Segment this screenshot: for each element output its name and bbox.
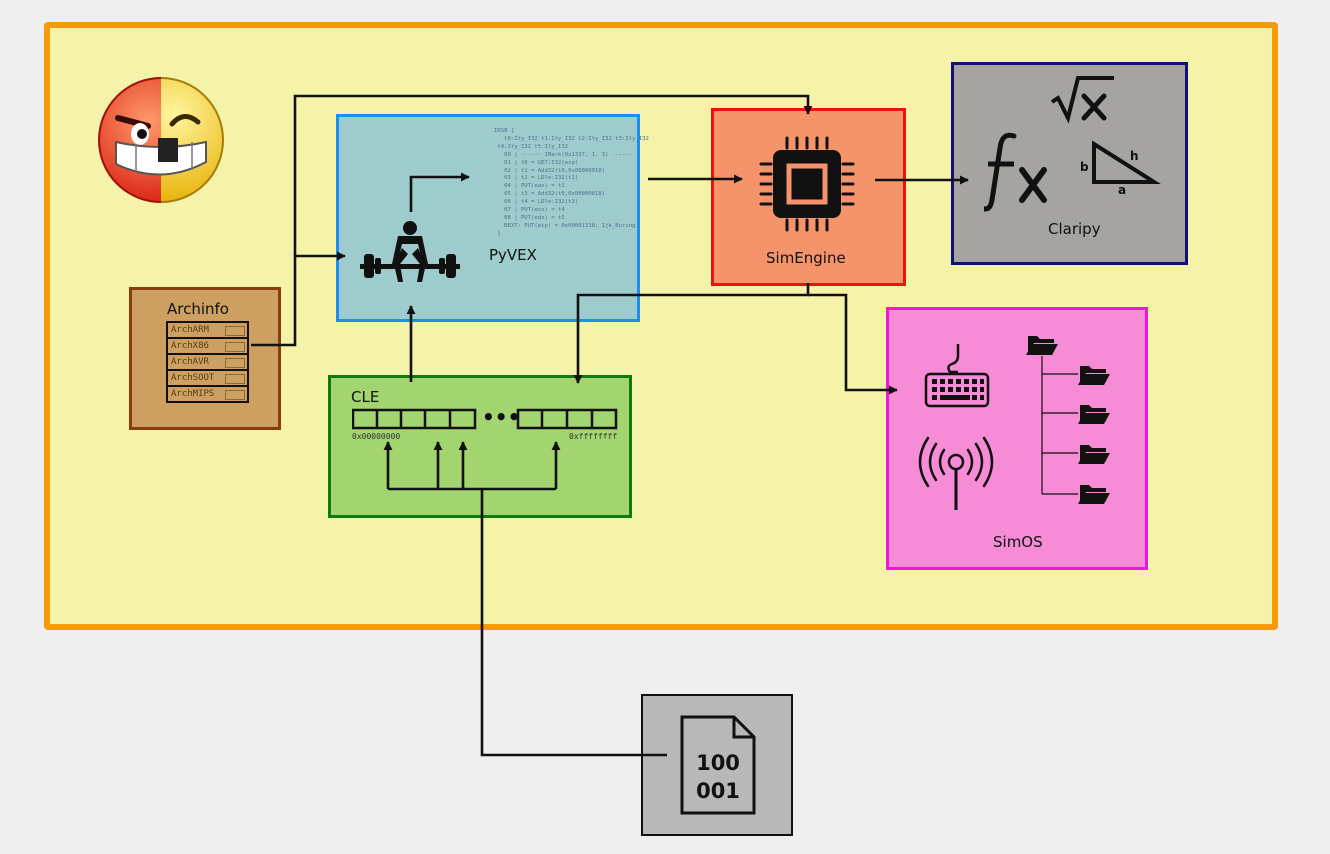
function-icon bbox=[984, 132, 1047, 212]
arrow-archinfo-pyvex bbox=[251, 251, 346, 347]
cle-addr-start: 0x00000000 bbox=[352, 432, 401, 441]
arrow-binary-cle bbox=[480, 489, 667, 757]
simengine-label: SimEngine bbox=[766, 249, 846, 267]
archinfo-label: Archinfo bbox=[167, 300, 229, 318]
cle-ellipsis: ••• bbox=[482, 405, 521, 429]
arrow-simengine-simos bbox=[808, 293, 898, 395]
keyboard-icon bbox=[924, 344, 990, 408]
right-triangle-icon: b h a bbox=[1080, 140, 1161, 196]
binary-line-2: 001 bbox=[696, 779, 740, 803]
simos-label: SimOS bbox=[993, 533, 1043, 551]
folder-tree-icon bbox=[1026, 336, 1110, 504]
cle-label: CLE bbox=[351, 388, 380, 406]
angry-face-icon bbox=[98, 77, 224, 203]
claripy-label: Claripy bbox=[1048, 220, 1101, 238]
square-root-icon bbox=[1050, 76, 1114, 124]
binary-file-icon: 100 001 bbox=[680, 715, 756, 815]
pyvex-label: PyVEX bbox=[489, 246, 537, 264]
binary-line-1: 100 bbox=[696, 751, 740, 775]
arch-item: ArchMIPS bbox=[166, 385, 249, 403]
arrow-simengine-cle bbox=[573, 283, 810, 384]
svg-text:h: h bbox=[1130, 149, 1139, 163]
arrow-archinfo-simengine bbox=[293, 94, 813, 256]
arch-item: ArchSOOT bbox=[166, 369, 249, 387]
svg-text:b: b bbox=[1080, 160, 1089, 174]
vex-ir-code: IRSB { t0:Ity_I32 t1:Ity_I32 t2:Ity_I32 … bbox=[494, 128, 649, 237]
memory-cells bbox=[352, 408, 618, 430]
weightlifter-icon bbox=[360, 221, 460, 282]
antenna-icon bbox=[918, 436, 994, 510]
cle-box bbox=[328, 375, 632, 518]
pyvex-box bbox=[336, 114, 640, 322]
arrow-pyvex-internal bbox=[409, 172, 470, 212]
cle-addr-end: 0xffffffff bbox=[569, 432, 618, 441]
svg-text:a: a bbox=[1118, 183, 1126, 196]
simos-box bbox=[886, 307, 1148, 570]
cpu-chip-icon bbox=[759, 136, 855, 232]
